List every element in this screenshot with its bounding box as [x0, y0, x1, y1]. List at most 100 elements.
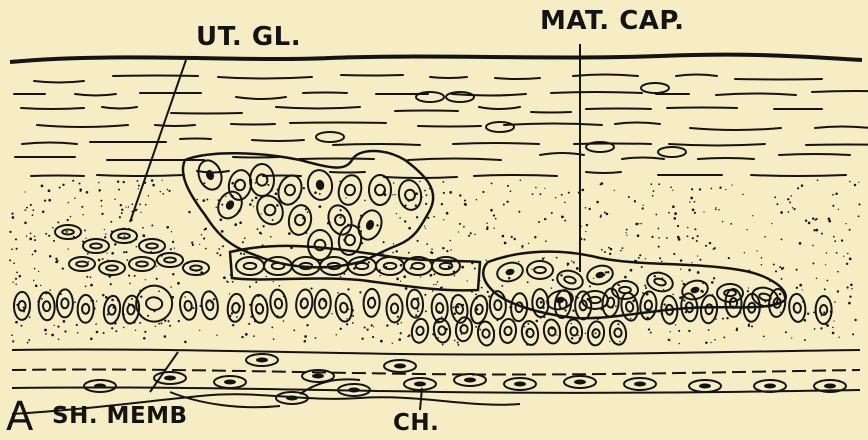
stipple-dot: [632, 300, 635, 303]
stipple-dot: [400, 332, 402, 334]
stipple-dot: [408, 252, 410, 254]
stipple-dot: [392, 252, 394, 254]
stroma-fiber: [113, 76, 198, 77]
stroma-fiber: [669, 144, 765, 146]
stipple-dot: [393, 182, 395, 184]
stipple-dot: [571, 337, 574, 340]
stipple-dot: [748, 325, 750, 327]
stipple-dot: [670, 186, 672, 188]
stroma-fiber: [540, 153, 584, 155]
stroma-fiber: [531, 112, 571, 113]
stipple-dot: [521, 245, 523, 247]
stipple-dot: [398, 338, 401, 341]
stipple-dot: [858, 182, 859, 183]
stipple-dot: [564, 309, 566, 311]
stipple-dot: [715, 209, 717, 211]
stipple-dot: [705, 342, 707, 344]
stipple-dot: [626, 234, 627, 235]
stipple-dot: [854, 184, 857, 187]
stroma-fiber: [690, 128, 781, 130]
stipple-dot: [486, 260, 487, 261]
stipple-dot: [205, 248, 207, 250]
stipple-dot: [415, 314, 417, 316]
stipple-dot: [713, 277, 715, 279]
stipple-dot: [589, 208, 591, 210]
stipple-dot: [231, 312, 233, 314]
stipple-dot: [453, 312, 456, 315]
stipple-dot: [486, 222, 487, 223]
stipple-dot: [585, 333, 587, 335]
stipple-dot: [62, 184, 64, 186]
stipple-dot: [56, 262, 57, 263]
stipple-dot: [34, 268, 36, 270]
stipple-dot: [787, 198, 789, 200]
stipple-dot: [283, 320, 285, 322]
stipple-dot: [148, 195, 150, 197]
stipple-dot: [48, 235, 50, 237]
stipple-dot: [395, 250, 397, 252]
stipple-dot: [812, 245, 814, 247]
stipple-dot: [459, 194, 461, 196]
stipple-dot: [639, 254, 641, 256]
stipple-dot: [832, 327, 834, 329]
stipple-dot: [24, 222, 27, 225]
stipple-dot: [518, 261, 519, 262]
stipple-dot: [589, 285, 591, 287]
stipple-dot: [442, 344, 444, 346]
stipple-dot: [201, 234, 203, 236]
stipple-dot: [98, 259, 101, 262]
stipple-dot: [513, 238, 515, 240]
stipple-dot: [162, 180, 163, 181]
stroma-fiber: [233, 157, 279, 158]
stipple-dot: [307, 211, 309, 213]
epithelial-cell: [251, 294, 269, 323]
stipple-dot: [397, 323, 399, 325]
stipple-dot: [694, 228, 696, 230]
stipple-dot: [54, 325, 55, 326]
stipple-dot: [123, 251, 125, 253]
stipple-dot: [243, 253, 245, 255]
stroma-fiber: [37, 125, 128, 127]
stipple-dot: [424, 294, 426, 296]
stipple-dot: [129, 283, 131, 285]
stipple-dot: [669, 331, 670, 332]
stroma-fiber: [751, 175, 846, 176]
stipple-dot: [771, 223, 772, 224]
stipple-dot: [26, 207, 28, 209]
stipple-dot: [615, 306, 617, 308]
stroma-fiber: [676, 75, 717, 77]
stipple-dot: [843, 256, 844, 257]
stipple-dot: [511, 236, 513, 238]
stroma-fiber: [171, 113, 242, 114]
stipple-dot: [144, 331, 146, 333]
stipple-dot: [45, 233, 47, 235]
stipple-dot: [87, 253, 89, 255]
stipple-dot: [314, 191, 317, 194]
stipple-dot: [799, 242, 802, 245]
stipple-dot: [572, 309, 574, 311]
stipple-dot: [457, 344, 459, 346]
stipple-dot: [573, 261, 575, 263]
stipple-dot: [199, 244, 200, 245]
stipple-dot: [854, 319, 856, 321]
stipple-dot: [528, 243, 529, 244]
stipple-dot: [672, 294, 674, 296]
stipple-dot: [449, 191, 452, 194]
stipple-dot: [104, 236, 106, 238]
stipple-dot: [82, 214, 83, 215]
stipple-dot: [105, 233, 106, 234]
stipple-dot: [475, 326, 477, 328]
stipple-dot: [96, 301, 97, 302]
stipple-dot: [645, 258, 646, 259]
stipple-dot: [751, 325, 753, 327]
stipple-dot: [262, 225, 264, 227]
stipple-dot: [315, 337, 317, 339]
stroma-fiber: [218, 77, 312, 79]
stipple-dot: [184, 296, 186, 298]
stipple-dot: [658, 183, 660, 185]
stipple-dot: [715, 207, 716, 208]
stipple-dot: [851, 288, 852, 289]
epithelial-cell: [410, 318, 430, 344]
stipple-dot: [52, 227, 54, 229]
stipple-dot: [15, 238, 17, 240]
